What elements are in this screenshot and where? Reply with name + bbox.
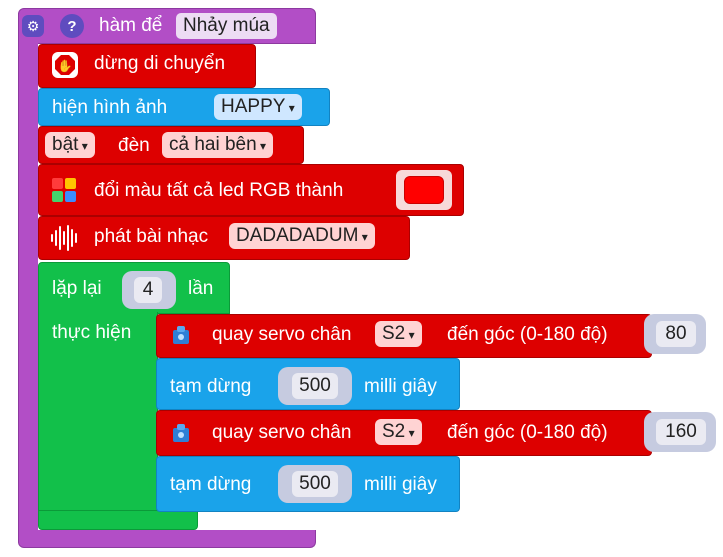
servo-pin-dropdown-2[interactable]: S2 <box>375 419 422 445</box>
gear-icon[interactable]: ⚙ <box>22 15 44 37</box>
show-image-label: hiện hình ảnh <box>52 97 168 118</box>
stop-movement-label: dừng di chuyển <box>94 53 226 74</box>
servo-label-1: quay servo chân <box>212 324 352 345</box>
svg-text:✋: ✋ <box>58 59 73 73</box>
pause-unit-label-2: milli giây <box>364 474 437 495</box>
function-body-frame <box>18 40 38 534</box>
repeat-count-input[interactable]: 4 <box>134 277 162 303</box>
help-icon[interactable]: ? <box>60 14 84 38</box>
light-state-dropdown[interactable]: bật <box>45 132 95 158</box>
servo-angle-label-2: đến góc (0-180 độ) <box>447 422 608 443</box>
pause-label-2: tạm dừng <box>170 474 252 495</box>
pause-ms-input-2[interactable]: 500 <box>292 471 338 497</box>
function-prefix-label: hàm để <box>99 15 163 36</box>
servo-pin-dropdown-1[interactable]: S2 <box>375 321 422 347</box>
servo-icon <box>170 422 192 444</box>
rgb-color-block[interactable] <box>38 164 464 216</box>
pause-ms-input-1[interactable]: 500 <box>292 373 338 399</box>
repeat-times-label: lần <box>188 278 214 299</box>
pause-label-1: tạm dừng <box>170 376 252 397</box>
servo-angle-input-1[interactable]: 80 <box>656 321 696 347</box>
repeat-label: lặp lại <box>52 278 102 299</box>
servo-angle-input-2[interactable]: 160 <box>656 419 706 445</box>
repeat-block-arm <box>38 312 158 512</box>
function-footer <box>18 530 316 548</box>
rgb-label: đổi màu tất cả led RGB thành <box>94 180 344 201</box>
lights-label: đèn <box>118 135 150 156</box>
servo-angle-label-1: đến góc (0-180 độ) <box>447 324 608 345</box>
repeat-block-foot <box>38 510 198 530</box>
servo-label-2: quay servo chân <box>212 422 352 443</box>
play-music-label: phát bài nhạc <box>94 226 209 247</box>
color-picker-swatch[interactable] <box>404 176 444 204</box>
repeat-do-label: thực hiện <box>52 322 132 343</box>
image-dropdown[interactable]: HAPPY <box>214 94 302 120</box>
stop-hand-icon: ✋ <box>52 52 78 78</box>
sound-wave-icon <box>50 224 80 252</box>
servo-icon <box>170 324 192 346</box>
pause-unit-label-1: milli giây <box>364 376 437 397</box>
function-name-input[interactable]: Nhảy múa <box>176 13 277 39</box>
rgb-led-icon <box>52 178 78 204</box>
song-dropdown[interactable]: DADADADUM <box>229 223 375 249</box>
light-side-dropdown[interactable]: cả hai bên <box>162 132 274 158</box>
